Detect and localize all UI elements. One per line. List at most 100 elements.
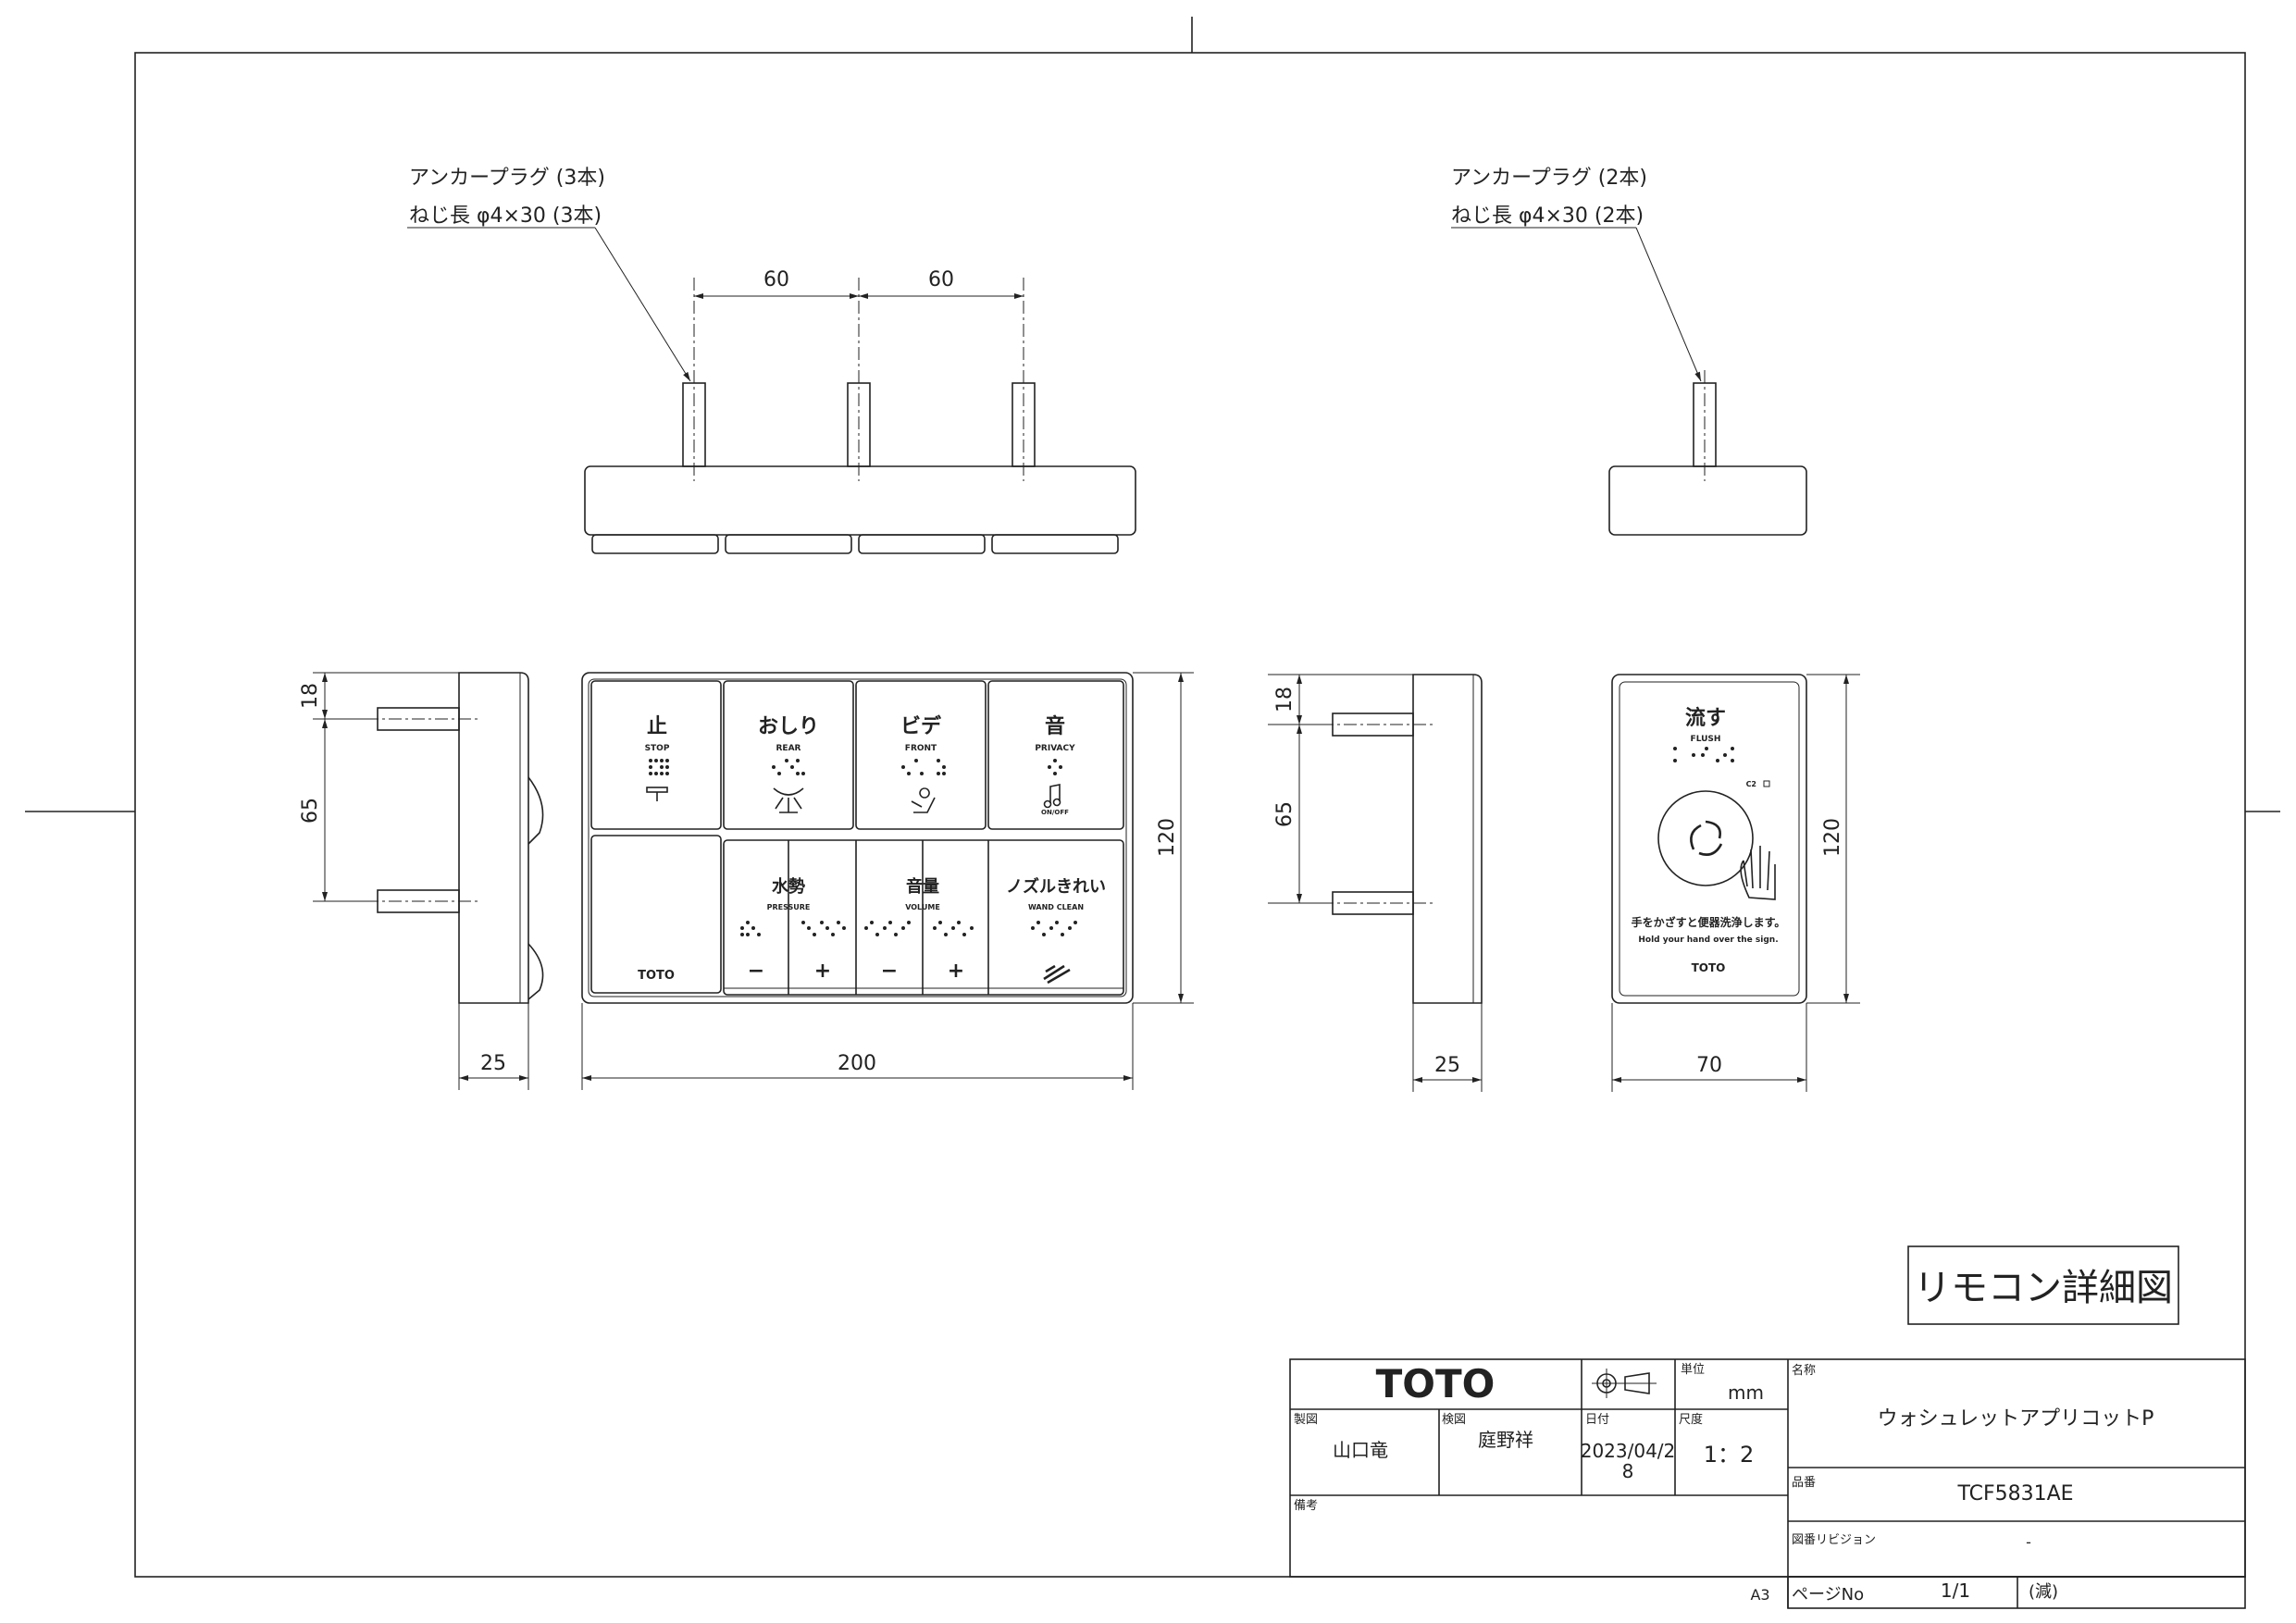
dim-pitch-b: 60 <box>928 268 954 291</box>
braille-stop <box>649 759 669 775</box>
flush-instruction-en: Hold your hand over the sign. <box>1638 935 1778 945</box>
rear-label-jp: おしり <box>758 715 819 738</box>
top-view-flush <box>1608 370 1807 536</box>
front-wash-icon <box>911 787 936 813</box>
dim-height-120-flush: 120 <box>1821 818 1844 857</box>
unit-value: mm <box>1728 1381 1764 1404</box>
title-stamp-box <box>1907 1245 2179 1325</box>
stop-label-en: STOP <box>645 744 670 753</box>
pressure-plus: + <box>814 960 831 983</box>
page-value: 1/1 <box>1941 1580 1970 1602</box>
flush-instruction-jp: 手をかざすと便器洗浄します。 <box>1632 915 1786 929</box>
drawn-value: 山口竜 <box>1333 1439 1388 1461</box>
unit-label: 単位 <box>1681 1362 1705 1377</box>
wand-label-en: WAND CLEAN <box>1028 903 1084 911</box>
braille-volume <box>864 921 974 936</box>
dim-top-18-left: 18 <box>299 683 322 709</box>
dim-width-70: 70 <box>1696 1054 1722 1077</box>
side-view-flush <box>1268 674 1483 1092</box>
braille-flush <box>1673 747 1734 762</box>
stop-button-shape <box>590 680 722 830</box>
scale-value: 1：2 <box>1704 1442 1755 1468</box>
title-block <box>1289 1358 2246 1609</box>
music-note-icon <box>1043 784 1061 809</box>
date-value-1: 2023/04/2 <box>1581 1440 1676 1462</box>
date-label: 日付 <box>1585 1413 1609 1427</box>
checked-value: 庭野祥 <box>1478 1429 1533 1451</box>
title-block-company: TOTO <box>1376 1361 1496 1406</box>
drawing-border <box>134 52 2246 1578</box>
wand-label-jp: ノズルきれい <box>1006 876 1106 897</box>
flush-swirl-icon <box>1690 820 1723 856</box>
front-view-flush <box>1611 674 1860 1092</box>
privacy-label-jp: 音 <box>1045 714 1065 738</box>
pressure-minus: − <box>748 960 764 983</box>
indicator-light <box>1763 780 1770 787</box>
rear-button-shape <box>723 680 854 830</box>
model-value: TCF5831AE <box>1956 1482 2073 1505</box>
braille-pressure <box>740 921 846 936</box>
dim-top-18-right: 18 <box>1273 687 1297 712</box>
flush-sensor-circle <box>1657 790 1754 886</box>
volume-label-en: VOLUME <box>905 903 940 911</box>
braille-wand <box>1031 921 1077 936</box>
flush-title-en: FLUSH <box>1691 735 1721 744</box>
left-anchor-label-1: アンカープラグ (3本) <box>409 167 605 190</box>
front-label-jp: ビデ <box>900 714 942 738</box>
left-anchor-label-2: ねじ長 φ4×30 (3本) <box>409 204 602 228</box>
volume-minus: − <box>881 960 898 983</box>
dim-pitch-a: 60 <box>763 268 789 291</box>
front-label-en: FRONT <box>905 744 937 753</box>
braille-privacy <box>1048 759 1062 775</box>
dim-mid-65-right: 65 <box>1273 801 1297 827</box>
model-label: 品番 <box>1792 1476 1816 1490</box>
rear-wash-icon <box>773 787 804 813</box>
remote-brand: TOTO <box>638 969 675 983</box>
date-value-2: 8 <box>1622 1460 1634 1482</box>
dim-depth-25-right: 25 <box>1434 1054 1460 1077</box>
front-button-shape <box>855 680 987 830</box>
revision-label: 図番リビジョン <box>1792 1533 1876 1547</box>
volume-plus: + <box>948 960 964 983</box>
flush-indicator-label: C2 <box>1746 780 1756 788</box>
flush-brand: TOTO <box>1692 961 1726 974</box>
flush-title-jp: 流す <box>1685 706 1726 730</box>
wand-clean-icon <box>1043 964 1071 985</box>
privacy-label-en: PRIVACY <box>1035 744 1075 753</box>
rear-label-en: REAR <box>776 744 801 753</box>
pressure-label-jp: 水勢 <box>772 876 805 897</box>
top-view-main <box>584 278 1136 554</box>
privacy-button-shape <box>987 680 1124 830</box>
volume-label-jp: 音量 <box>906 876 939 897</box>
stop-label-jp: 止 <box>647 715 667 738</box>
left-anchor-leader <box>594 227 691 382</box>
dim-mid-65-left: 65 <box>299 798 322 824</box>
right-anchor-label-2: ねじ長 φ4×30 (2本) <box>1451 204 1644 228</box>
stop-icon <box>646 787 668 801</box>
drawn-label: 製図 <box>1294 1413 1318 1427</box>
dim-height-120-main: 120 <box>1156 818 1179 857</box>
checked-label: 検図 <box>1442 1413 1466 1427</box>
projection-symbol <box>1592 1369 1657 1398</box>
braille-front <box>901 759 946 775</box>
page-suffix: (減) <box>2029 1582 2058 1602</box>
remarks-label: 備考 <box>1294 1498 1318 1513</box>
privacy-sub-label: ON/OFF <box>1041 809 1069 816</box>
braille-rear <box>772 759 805 775</box>
paper-size: A3 <box>1750 1586 1769 1604</box>
dim-depth-25-left: 25 <box>480 1052 506 1075</box>
hand-icon <box>1740 846 1776 900</box>
title-stamp-text: リモコン詳細図 <box>1914 1267 2173 1309</box>
right-anchor-label-1: アンカープラグ (2本) <box>1451 167 1647 190</box>
side-view-main <box>313 672 544 1090</box>
name-value: ウォシュレットアプリコットP <box>1878 1407 2154 1431</box>
name-label: 名称 <box>1792 1363 1816 1378</box>
scale-label: 尺度 <box>1679 1412 1703 1427</box>
dim-width-200: 200 <box>838 1052 876 1075</box>
pressure-label-en: PRESSURE <box>767 903 811 911</box>
page-label: ページNo <box>1792 1585 1864 1604</box>
right-anchor-leader <box>1635 227 1702 382</box>
revision-value: - <box>2026 1533 2031 1551</box>
front-view-main <box>581 672 1194 1090</box>
